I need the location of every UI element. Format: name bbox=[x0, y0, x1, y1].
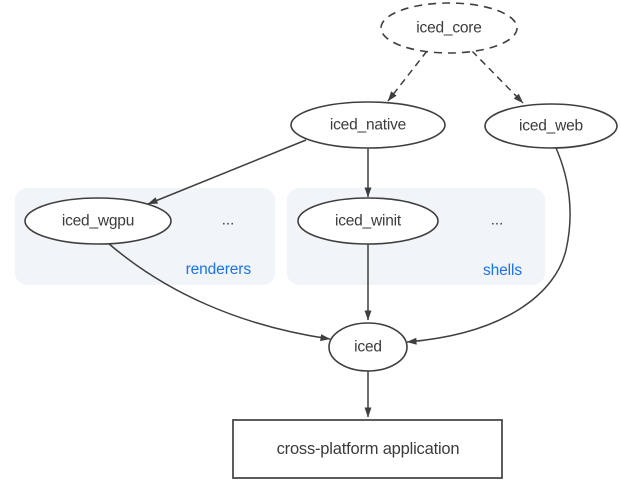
group-shells-label: shells bbox=[483, 262, 522, 279]
renderers-ellipsis: ... bbox=[222, 212, 235, 229]
node-iced-core: iced_core bbox=[380, 2, 518, 54]
node-iced-native-shape bbox=[290, 101, 446, 149]
node-iced-shape bbox=[328, 322, 408, 372]
node-iced-core-shape bbox=[380, 2, 518, 54]
node-iced-wgpu: iced_wgpu bbox=[24, 197, 172, 245]
node-iced-winit-shape bbox=[297, 197, 439, 245]
edges bbox=[107, 50, 571, 418]
edge-native-to-wgpu bbox=[147, 139, 307, 205]
node-iced-native-label: iced_native bbox=[330, 117, 406, 134]
node-iced-wgpu-shape bbox=[24, 197, 172, 245]
node-iced-core-label: iced_core bbox=[416, 20, 481, 37]
edge-core-to-web bbox=[471, 50, 524, 104]
node-application-shape bbox=[232, 419, 503, 479]
node-application: cross-platform application bbox=[232, 419, 503, 479]
edge-wgpu-to-iced bbox=[107, 242, 331, 342]
node-iced-winit: iced_winit bbox=[297, 197, 439, 245]
node-iced-label: iced bbox=[354, 339, 382, 356]
edge-web-to-iced bbox=[406, 147, 571, 345]
shells-ellipsis: ... bbox=[491, 212, 504, 229]
edge-core-to-native bbox=[387, 50, 428, 102]
node-iced-web-shape bbox=[484, 103, 618, 149]
node-iced-wgpu-label: iced_wgpu bbox=[62, 213, 134, 230]
node-iced: iced bbox=[328, 322, 408, 372]
node-iced-winit-label: iced_winit bbox=[335, 213, 402, 230]
group-renderers-label: renderers bbox=[186, 261, 252, 278]
node-application-label: cross-platform application bbox=[277, 440, 460, 458]
node-iced-web: iced_web bbox=[484, 103, 618, 149]
node-iced-web-label: iced_web bbox=[519, 118, 583, 135]
node-iced-native: iced_native bbox=[290, 101, 446, 149]
